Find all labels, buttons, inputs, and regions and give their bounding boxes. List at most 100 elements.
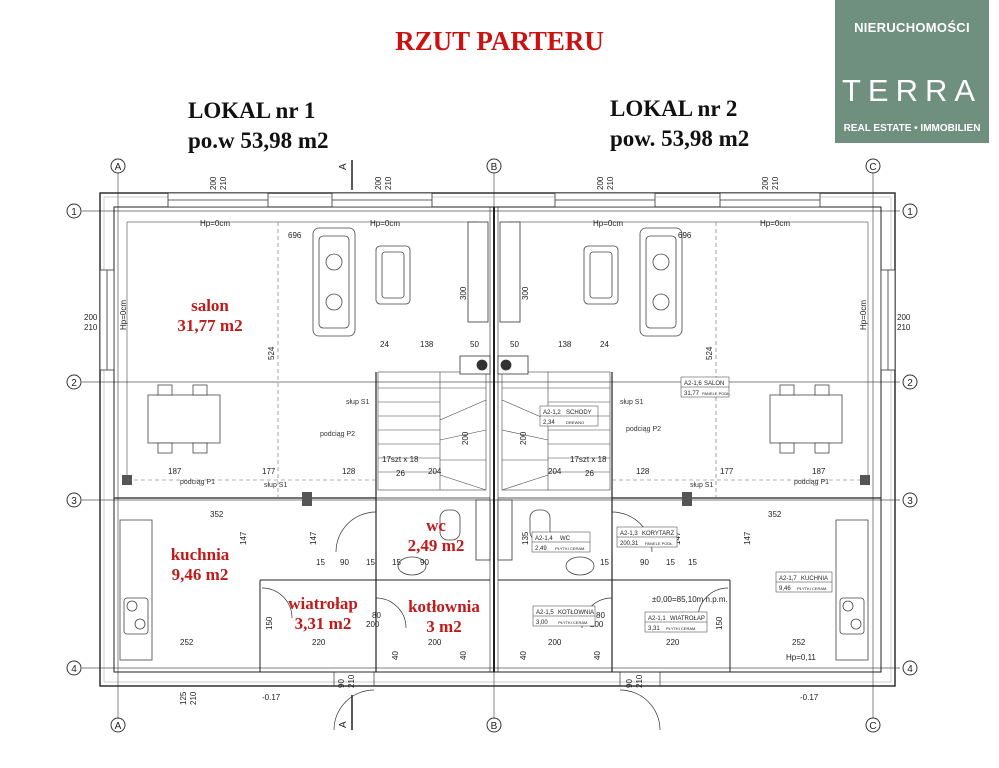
dim-row-177-left: 177 bbox=[262, 467, 276, 476]
room-table-schody: A2-1,2 SCHODY 2,34 DREWNO bbox=[539, 405, 599, 427]
svg-text:3,00: 3,00 bbox=[536, 620, 548, 626]
slup-label-4: słup S1 bbox=[690, 482, 713, 489]
dim-stair-50-right: 50 bbox=[510, 340, 519, 349]
dim-row-204-right: 204 bbox=[548, 467, 562, 476]
svg-text:SALON: SALON bbox=[704, 381, 724, 387]
salon-area: 31,77 m2 bbox=[177, 316, 243, 335]
room-label-wiatrolap: wiatrołap 3,31 m2 bbox=[275, 594, 371, 634]
svg-text:A2-1,7: A2-1,7 bbox=[779, 576, 797, 582]
axis-label-c-bottom: C bbox=[869, 721, 876, 732]
dim-window-2b: 210 bbox=[384, 176, 393, 190]
hp-label-6: Hp=0cm bbox=[859, 300, 868, 330]
dim-125: 125 bbox=[179, 691, 188, 705]
room-tables: A2-1,6 SALON 31,77 PANELE PODŁ. A2-1,2 S… bbox=[531, 376, 833, 633]
dim-stair-24-left: 24 bbox=[380, 340, 389, 349]
room-label-kotlownia: kotłownia 3 m2 bbox=[396, 597, 492, 637]
svg-text:SCHODY: SCHODY bbox=[566, 410, 592, 416]
room-table-wc: A2-1,4 WC 2,49 PŁYTKI CERAM. bbox=[531, 531, 591, 553]
axis-label-4-left: 4 bbox=[71, 664, 77, 675]
axis-marker-a-bottom bbox=[110, 717, 126, 733]
dim-window-1a: 200 bbox=[209, 176, 218, 190]
axis-label-1-left: 1 bbox=[71, 207, 77, 218]
dim-stair-200-left: 200 bbox=[461, 431, 470, 445]
dim-bottom-252-right: 252 bbox=[792, 638, 806, 647]
dim-stair-138-left: 138 bbox=[420, 340, 434, 349]
dim-150-left: 150 bbox=[265, 616, 274, 630]
dim-147-4: 147 bbox=[743, 531, 752, 545]
axis-label-3-left: 3 bbox=[71, 496, 77, 507]
dim-window-4b: 210 bbox=[771, 176, 780, 190]
wc-fixtures-left bbox=[397, 509, 461, 576]
dim-524-right: 524 bbox=[705, 346, 714, 360]
dim-window-3b: 210 bbox=[606, 176, 615, 190]
svg-text:PŁYTKI CERAM.: PŁYTKI CERAM. bbox=[666, 626, 696, 631]
axis-marker-2-left bbox=[66, 374, 82, 390]
wiatrolap-area: 3,31 m2 bbox=[294, 614, 352, 633]
lokal-1-area: po.w 53,98 m2 bbox=[188, 128, 329, 153]
axis-label-b-bottom: B bbox=[491, 721, 498, 732]
svg-text:PANELE PODŁ.: PANELE PODŁ. bbox=[645, 541, 674, 546]
section-marks: A A bbox=[338, 160, 353, 730]
dim-15-6: 15 bbox=[688, 558, 697, 567]
lokal-1-heading: LOKAL nr 1 po.w 53,98 m2 bbox=[188, 96, 329, 156]
slup-label-1: słup S1 bbox=[346, 399, 369, 406]
axis-marker-3-left bbox=[66, 492, 82, 508]
dim-stair-50-left: 50 bbox=[470, 340, 479, 349]
hp-label-4: Hp=0cm bbox=[760, 219, 790, 228]
dim-200-right: 200 bbox=[590, 620, 604, 629]
dim-147-3: 147 bbox=[673, 531, 682, 545]
axis-marker-a-top bbox=[110, 158, 126, 174]
hp-label-3: Hp=0cm bbox=[593, 219, 623, 228]
podciag-label-4: podciąg P1 bbox=[794, 479, 829, 486]
dim-stair-138-right: 138 bbox=[558, 340, 572, 349]
dim-stair-24-right: 24 bbox=[600, 340, 609, 349]
svg-text:200,31: 200,31 bbox=[620, 541, 639, 547]
svg-text:PŁYTKI CERAM.: PŁYTKI CERAM. bbox=[555, 546, 585, 551]
lokal-1-name: LOKAL nr 1 bbox=[188, 98, 316, 123]
dim-15-4: 15 bbox=[666, 558, 675, 567]
svg-text:DREWNO: DREWNO bbox=[566, 420, 584, 425]
logo-brand-text: TERRA bbox=[841, 73, 983, 108]
structural-labels: słup S1 słup S1 słup S1 słup S1 podciąg … bbox=[180, 399, 829, 489]
dim-bottom-200-right: 200 bbox=[548, 638, 562, 647]
top-windows bbox=[99, 192, 896, 371]
svg-text:KORYTARZ: KORYTARZ bbox=[642, 531, 674, 537]
dim-150-right: 150 bbox=[715, 616, 724, 630]
sofa-right bbox=[639, 227, 683, 337]
room-label-kuchnia: kuchnia 9,46 m2 bbox=[150, 545, 250, 585]
dim-row-128-left: 128 bbox=[342, 467, 356, 476]
svg-text:A2-1,6: A2-1,6 bbox=[684, 381, 702, 387]
axis-label-c-top: C bbox=[869, 162, 876, 173]
svg-text:A2-1,1: A2-1,1 bbox=[648, 616, 666, 622]
axis-label-4-right: 4 bbox=[907, 664, 913, 675]
svg-text:3,31: 3,31 bbox=[648, 626, 660, 632]
podciag-label-1: podciąg P2 bbox=[320, 431, 355, 438]
wc-name: wc bbox=[426, 516, 446, 535]
dim-40-1: 40 bbox=[391, 651, 400, 660]
podciag-label-2: podciąg P2 bbox=[626, 426, 661, 433]
dim-row-204-left: 204 bbox=[428, 467, 442, 476]
axis-label-a-bottom: A bbox=[115, 721, 122, 732]
axis-markers: A B C A B C 1 2 3 4 1 2 3 4 bbox=[66, 158, 918, 733]
axis-label-a-top: A bbox=[115, 162, 122, 173]
dim-696-right: 696 bbox=[678, 231, 692, 240]
doors bbox=[261, 511, 729, 731]
dim-row-187-right: 187 bbox=[812, 467, 826, 476]
kotlownia-name: kotłownia bbox=[408, 597, 480, 616]
dimension-labels: 200 210 200 210 200 210 200 210 200 210 … bbox=[84, 176, 911, 705]
axis-marker-b-bottom bbox=[486, 717, 502, 733]
dim-147-2: 147 bbox=[309, 531, 318, 545]
level-left: -0.17 bbox=[262, 693, 281, 702]
hp-label-2: Hp=0cm bbox=[370, 219, 400, 228]
kuchnia-area: 9,46 m2 bbox=[171, 565, 229, 584]
stair-26-left: 26 bbox=[396, 469, 405, 478]
svg-text:A2-1,4: A2-1,4 bbox=[535, 536, 553, 542]
logo-bottom-text: REAL ESTATE • IMMOBILIEN bbox=[843, 123, 981, 134]
dim-696-left: 696 bbox=[288, 231, 302, 240]
stair-tread-right: 17szt x 18 bbox=[570, 455, 607, 464]
dim-40-2: 40 bbox=[459, 651, 468, 660]
dim-side-window-right-b: 210 bbox=[897, 323, 911, 332]
kuchnia-name: kuchnia bbox=[170, 545, 230, 564]
dim-window-2a: 200 bbox=[374, 176, 383, 190]
